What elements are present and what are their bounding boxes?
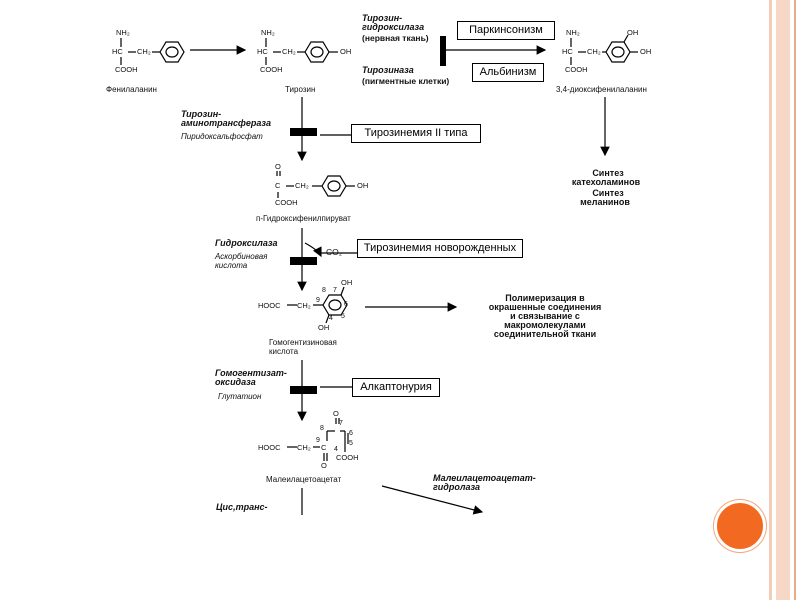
outcome-polymer-1: Полимеризация в [505,293,585,303]
hga-ch2: CH₂ [297,301,311,310]
decorative-orange-circle [714,500,766,552]
enzyme-tyrosinase-note: (пигментные клетки) [362,76,450,86]
dopa-oh-right: OH [640,47,652,56]
hga-oh-bottom: OH [318,323,330,332]
tyr-ch2: CH₂ [282,47,296,56]
tyr-nh2: NH₂ [261,28,275,37]
hpp-o: O [275,162,281,171]
block-bar-oxidase [290,386,317,394]
phe-cooh: COOH [115,65,138,74]
hga-hooc: HOOC [258,301,281,310]
outcome-polymer-3: и связывание с [510,311,580,321]
compound-maa: Малеилацетоацетат [266,475,342,484]
enzyme-hga-oxidase-2: оксидаза [215,377,256,387]
enzyme-maa-hydrolase-2: гидролаза [433,482,481,492]
cofactor-ascorbic-2: кислота [215,261,248,270]
hpp-c: C [275,181,281,190]
maa-o-bottom: O [321,461,327,470]
co2-label: CO₂ [326,247,343,257]
maa-n8: 8 [320,425,324,432]
maa-hooc: HOOC [258,443,281,452]
maa-n5: 5 [349,440,353,447]
hpp-cooh: COOH [275,198,298,207]
disease-parkinsonism: Паркинсонизм [457,21,555,40]
cofactor-glutathione: Глутатион [218,392,262,401]
maa-o-top: O [333,409,339,418]
compound-dopa: 3,4-диоксифенилаланин [556,85,647,94]
phe-nh2: NH₂ [116,28,130,37]
outcome-synthesis-3: Синтез [592,188,624,198]
maa-c: C [321,443,327,452]
hga-n6: 6 [344,301,348,308]
maa-ch2: CH₂ [297,443,311,452]
enzyme-hydroxylase: Гидроксилаза [215,238,278,248]
maa-cooh: COOH [336,453,359,462]
maa-n7: 7 [339,420,343,427]
dopa-oh-top: OH [627,28,639,37]
hga-n9: 9 [316,297,320,304]
maa-n6: 6 [349,430,353,437]
block-bar-aminotransferase [290,128,317,136]
block-bar-hydroxylase [440,36,446,66]
hpp-ch2: CH₂ [295,181,309,190]
dopa-nh2: NH₂ [566,28,580,37]
enzyme-tyr-hydroxylase-1: Тирозин- [362,13,403,23]
compound-tyrosine: Тирозин [285,85,316,94]
outcome-polymer-4: макромолекулами [504,320,586,330]
disease-albinism: Альбинизм [472,63,544,82]
compound-phenylalanine: Фенилаланин [106,85,157,94]
disease-alkaptonuria: Алкаптонурия [352,378,440,397]
dopa-cooh: COOH [565,65,588,74]
disease-tyrosinemia-2: Тирозинемия II типа [351,124,481,143]
enzyme-maa-hydrolase-1: Малеилацетоацетат- [433,473,536,483]
outcome-synthesis-4: меланинов [580,197,630,207]
enzyme-hga-oxidase-1: Гомогентизат- [215,368,287,378]
enzyme-aminotransferase-1: Тирозин- [181,109,222,119]
cofactor-pyridoxal: Пиридоксальфосфат [181,132,263,141]
dopa-ch2: CH₂ [587,47,601,56]
outcome-polymer-2: окрашенные соединения [488,302,602,312]
tyr-hc: HC [257,47,268,56]
enzyme-tyr-hydroxylase-note: (нервная ткань) [362,33,429,43]
hga-n7: 7 [333,287,337,294]
stripe-thin-2 [794,0,796,600]
enzyme-aminotransferase-2: аминотрансфераза [181,118,271,128]
stripe-thin-1 [769,0,772,600]
hga-n8: 8 [322,287,326,294]
hpp-oh: OH [357,181,369,190]
disease-tyrosinemia-newborn: Тирозинемия новорожденных [357,239,523,258]
hga-oh-top: OH [341,278,353,287]
tyr-cooh: COOH [260,65,283,74]
enzyme-cis-trans: Цис,транс- [216,502,268,512]
hga-n5: 5 [341,313,345,320]
compound-hga-1: Гомогентизиновая [269,338,337,347]
outcome-synthesis-2: катехоламинов [571,177,641,187]
cofactor-ascorbic-1: Аскорбиновая [215,252,268,261]
enzyme-tyr-hydroxylase-2: гидроксилаза [362,22,425,32]
block-bar-hydroxylase2 [290,257,317,265]
compound-hga-2: кислота [269,347,299,356]
stripe-wide [776,0,790,600]
tyr-oh: OH [340,47,352,56]
compound-hpp: п-Гидроксифенилпируват [256,214,351,223]
outcome-polymer-5: соединительной ткани [493,329,597,339]
maa-n9: 9 [316,437,320,444]
phe-ch2: CH₂ [137,47,151,56]
phe-hc: HC [112,47,123,56]
enzyme-tyrosinase: Тирозиназа [362,65,414,75]
dopa-hc: HC [562,47,573,56]
maa-n4: 4 [334,446,338,453]
outcome-synthesis-1: Синтез [592,168,624,178]
hga-n4: 4 [329,315,333,322]
